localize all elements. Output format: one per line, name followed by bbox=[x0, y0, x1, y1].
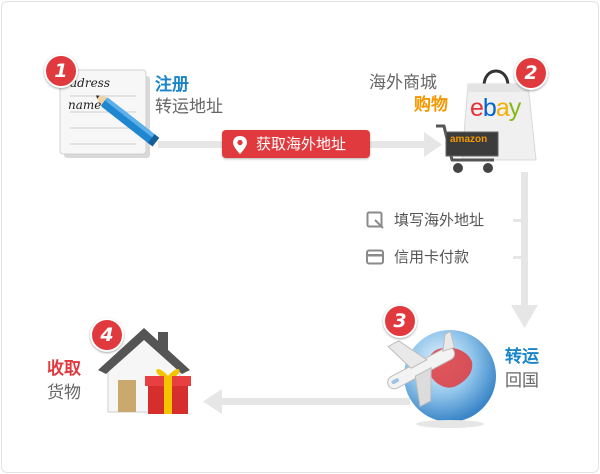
arrow-2-to-3-head bbox=[511, 305, 538, 328]
get-overseas-address-label: 获取海外地址 bbox=[256, 135, 347, 153]
house-gift-illustration bbox=[98, 328, 191, 414]
step-2-badge: 2 bbox=[514, 56, 548, 90]
substep-fill-address: 填写海外地址 bbox=[394, 211, 485, 229]
step-1-subtitle: 转运地址 bbox=[155, 97, 223, 117]
arrow-3-to-4-head bbox=[203, 389, 222, 414]
arrow-2-to-3-line bbox=[521, 172, 528, 307]
substep-tick-2 bbox=[513, 256, 523, 259]
step-3-title: 转运 bbox=[505, 347, 539, 367]
step-4-subtitle: 货物 bbox=[47, 383, 81, 403]
ebay-logo: ebay bbox=[470, 94, 521, 122]
step-3-subtitle: 回国 bbox=[505, 371, 539, 391]
shopping-illustration bbox=[436, 69, 537, 173]
credit-card-icon bbox=[366, 249, 384, 265]
amazon-logo: amazon bbox=[450, 134, 488, 145]
substep-tick-1 bbox=[513, 219, 523, 222]
arrow-1-to-2-head bbox=[424, 132, 442, 157]
notepad-text-name: name bbox=[68, 98, 102, 112]
notepad-text-address: adress bbox=[70, 76, 110, 90]
step-3-badge: 3 bbox=[383, 304, 417, 338]
notepad-illustration bbox=[59, 69, 160, 158]
get-overseas-address-button[interactable]: 获取海外地址 bbox=[222, 130, 370, 158]
edit-form-icon bbox=[366, 211, 384, 229]
substep-card-payment: 信用卡付款 bbox=[394, 248, 470, 266]
step-2-subtitle: 购物 bbox=[414, 95, 448, 115]
step-2-title: 海外商城 bbox=[369, 73, 437, 93]
step-4-title: 收取 bbox=[47, 359, 81, 379]
step-1-title: 注册 bbox=[155, 75, 189, 95]
arrow-3-to-4-line bbox=[220, 398, 410, 405]
step-1-badge: 1 bbox=[44, 54, 78, 88]
location-pin-icon bbox=[233, 136, 247, 154]
globe-plane-illustration bbox=[387, 330, 496, 428]
step-4-badge: 4 bbox=[90, 318, 124, 352]
